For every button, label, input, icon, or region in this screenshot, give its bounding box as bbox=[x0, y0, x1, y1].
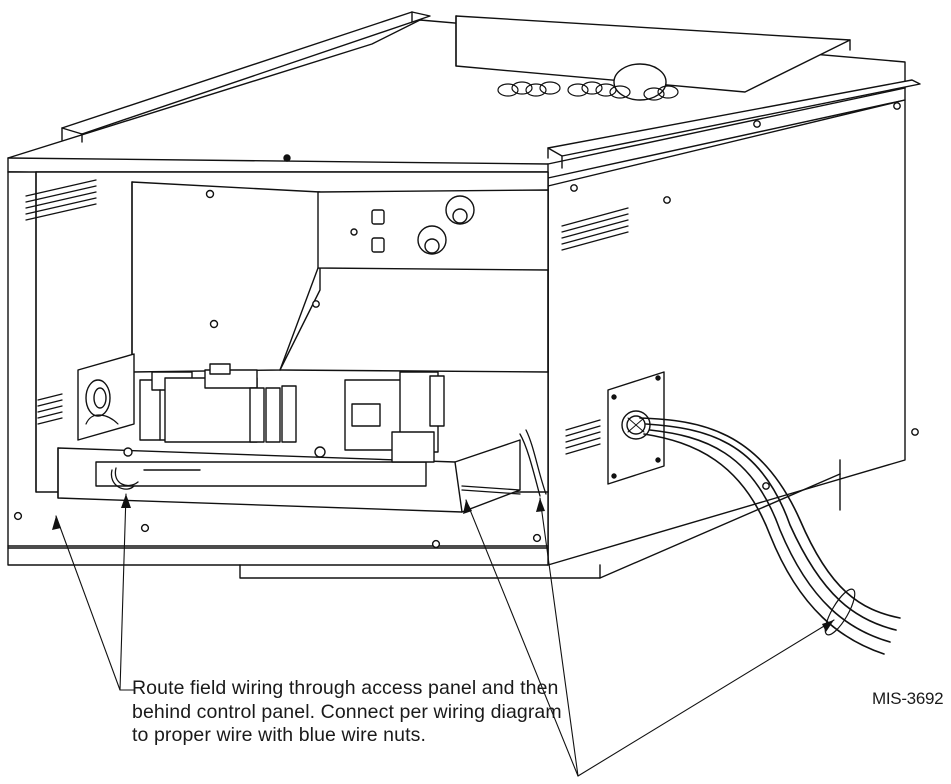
wiring-instruction-callout: Route field wiring through access panel … bbox=[132, 677, 652, 748]
access-panel bbox=[77, 353, 135, 441]
arrowheads bbox=[52, 494, 834, 632]
callout-line-2: behind control panel. Connect per wiring… bbox=[132, 700, 562, 723]
field-wiring-cable bbox=[639, 417, 901, 655]
contactor-left bbox=[164, 363, 297, 443]
callout-line-3: to proper wire with blue wire nuts. bbox=[132, 724, 426, 746]
leader-lines bbox=[55, 493, 835, 777]
callout-line-1: Route field wiring through access panel … bbox=[132, 677, 559, 699]
contactor-right bbox=[344, 371, 445, 463]
cabinet-top bbox=[7, 11, 921, 187]
heater-coils bbox=[497, 81, 679, 101]
interior-walls bbox=[131, 181, 549, 373]
figure-id-label: MIS-3692 bbox=[872, 689, 944, 708]
limit-switches bbox=[350, 195, 475, 255]
right-panel-screws bbox=[570, 102, 919, 490]
cable-entry-plate bbox=[607, 371, 665, 485]
panel-screws bbox=[123, 446, 326, 458]
wire-harness bbox=[110, 429, 547, 497]
right-side-panel bbox=[547, 99, 919, 655]
control-panel bbox=[57, 363, 547, 513]
right-louvers bbox=[561, 207, 629, 455]
left-louvers bbox=[25, 179, 97, 425]
front-screws bbox=[13, 511, 542, 549]
